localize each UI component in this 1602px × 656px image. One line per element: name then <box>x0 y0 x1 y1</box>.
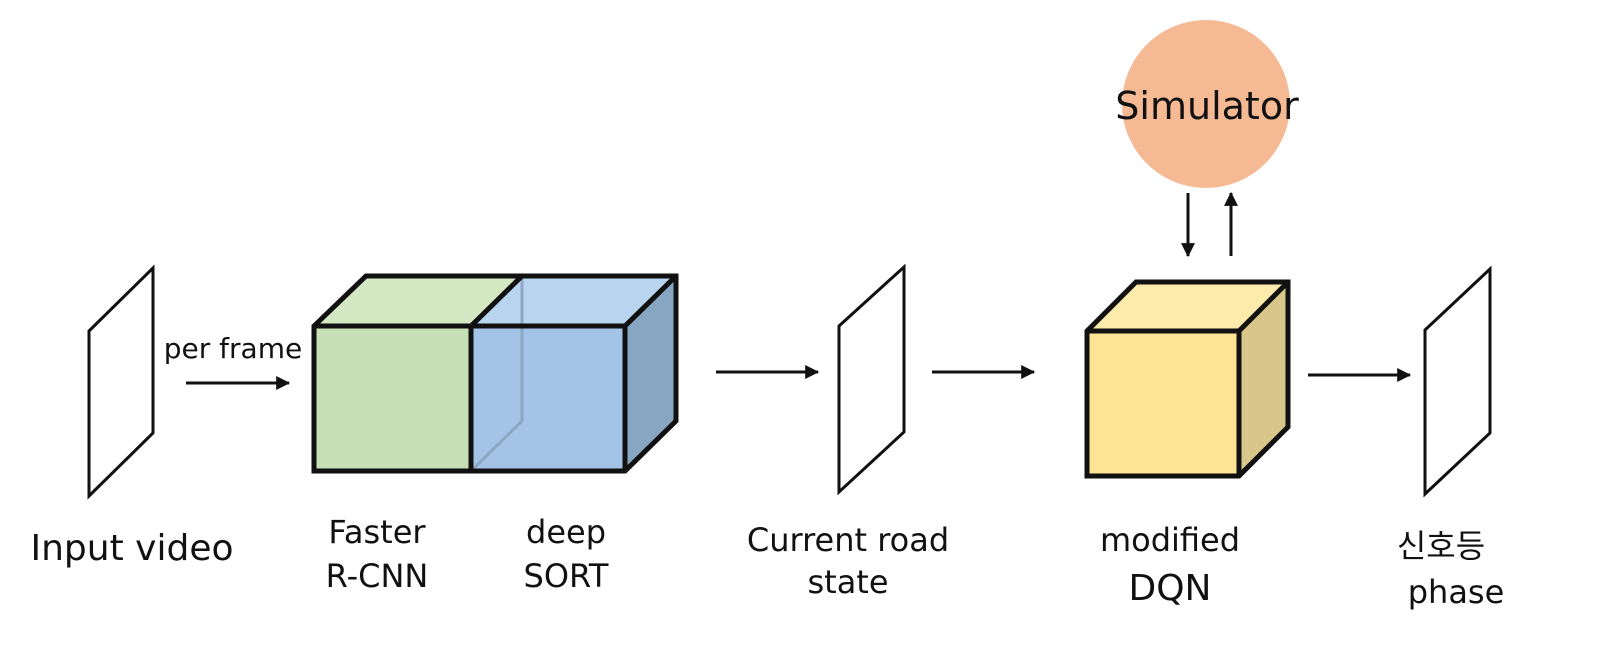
faster-rcnn-top-face <box>314 276 522 326</box>
road-state-label-line2: state <box>807 563 888 601</box>
faster-rcnn-label-line1: Faster <box>328 513 426 551</box>
dqn-top-face <box>1087 282 1288 331</box>
road-state-label-line1: Current road <box>747 521 949 559</box>
dqn-label-line2: DQN <box>1129 568 1212 609</box>
simulator-label: Simulator <box>1115 84 1299 128</box>
per-frame-label: per frame <box>164 332 302 365</box>
dqn-outline <box>1084 279 1291 479</box>
block-divider-top <box>469 274 524 328</box>
dqn-corner-edge <box>1237 280 1290 333</box>
detector-tracker-block <box>311 273 679 474</box>
signal-phase-label-line2: phase <box>1408 573 1505 611</box>
faster-rcnn-label-line2: R-CNN <box>326 557 429 595</box>
signal-phase-label-line1: 신호등 <box>1397 527 1485 565</box>
dqn-label-line1: modified <box>1100 521 1240 559</box>
dqn-cube <box>1084 279 1291 479</box>
block-outline <box>311 273 679 474</box>
road-state-frame <box>837 263 906 496</box>
deep-sort-label-line2: SORT <box>524 557 609 595</box>
deep-sort-label-line1: deep <box>526 513 606 551</box>
input-video-label: Input video <box>31 528 234 569</box>
block-corner-edge <box>623 274 678 328</box>
deep-sort-side-face <box>625 276 676 471</box>
hidden-edge-diagonal <box>469 419 524 473</box>
simulator-circle <box>1122 20 1290 188</box>
faster-rcnn-front-face <box>314 326 471 471</box>
dqn-side-face <box>1239 282 1288 476</box>
signal-phase-frame <box>1423 265 1492 498</box>
dqn-front-face <box>1087 331 1239 476</box>
input-video-frame <box>87 264 155 500</box>
